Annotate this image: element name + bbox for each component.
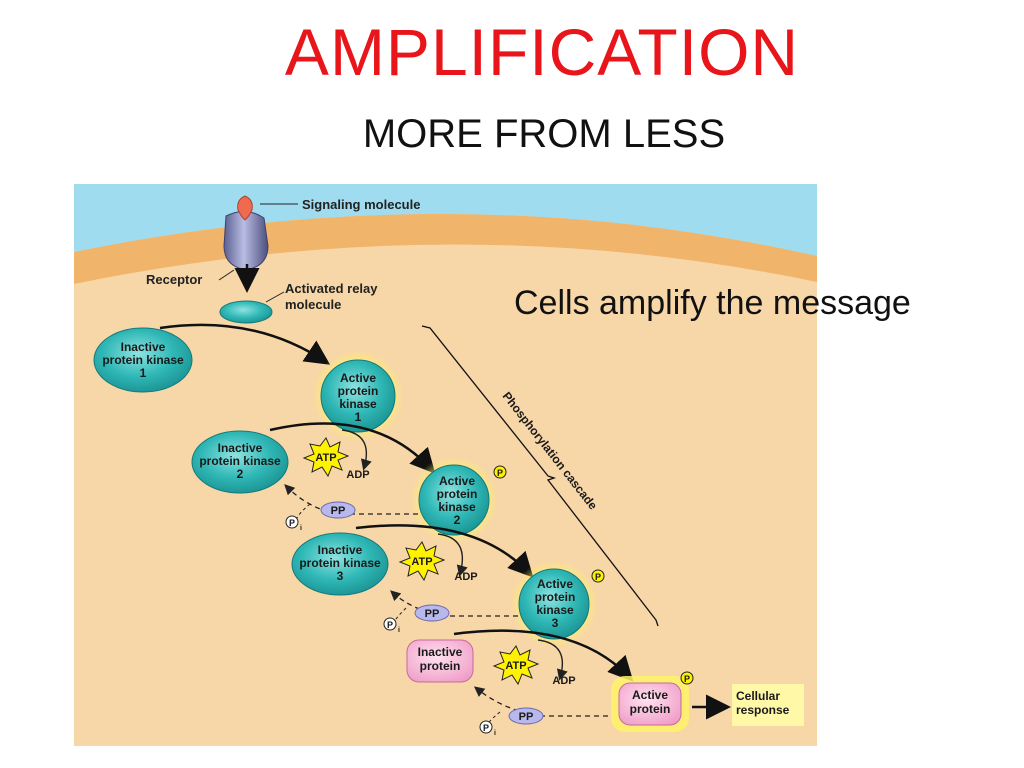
inactive-protein-kinase-1 xyxy=(93,327,193,393)
apk2-line3: kinase xyxy=(438,500,476,514)
ipk2-line2: protein kinase xyxy=(199,454,281,468)
apk1-line4: 1 xyxy=(355,410,362,424)
atp-burst-1: ATP xyxy=(302,437,350,478)
apk2-line4: 2 xyxy=(454,513,461,527)
atp-burst-3: ATP xyxy=(492,645,540,686)
relay-label-line2: molecule xyxy=(285,297,341,312)
pi-label-2: P xyxy=(387,620,393,630)
apk3-line1: Active xyxy=(537,577,573,591)
atp-burst-2: ATP xyxy=(398,541,446,582)
relay-label-line1: Activated relay xyxy=(285,281,378,296)
activated-relay-molecule xyxy=(219,300,273,324)
phosphate-icon xyxy=(680,671,694,685)
cascade-brace xyxy=(421,325,659,627)
cr-line1: Cellular xyxy=(736,689,780,703)
apk2-line1: Active xyxy=(439,474,475,488)
apk3-line4: 3 xyxy=(552,616,559,630)
apk1-line1: Active xyxy=(340,371,376,385)
phosphate-icon xyxy=(591,569,605,583)
inactive-protein-kinase-2 xyxy=(191,430,289,494)
signaling-molecule-label: Signaling molecule xyxy=(302,197,420,212)
atp-label-1: ATP xyxy=(315,452,336,464)
side-caption: Cells amplify the message xyxy=(514,284,911,322)
inactive-protein xyxy=(406,639,474,683)
ipk1-line3: 1 xyxy=(140,366,147,380)
pi-label-1: P xyxy=(289,518,295,528)
phosphate-label-2: P xyxy=(497,468,503,478)
apk3-line2: protein xyxy=(535,590,576,604)
active-protein-kinase-1 xyxy=(320,359,396,433)
pi-sub-3: i xyxy=(494,730,496,737)
cr-line2: response xyxy=(736,703,790,717)
ipk1-line1: Inactive xyxy=(121,340,166,354)
phosphate-icon xyxy=(493,465,507,479)
phosphate-label-4: P xyxy=(684,674,690,684)
phosphate-icon xyxy=(285,515,299,529)
adp-label-2: ADP xyxy=(454,571,477,583)
adp-label-1: ADP xyxy=(346,469,369,481)
apk2-line2: protein xyxy=(437,487,478,501)
ipk2-line3: 2 xyxy=(237,467,244,481)
pi-label-3: P xyxy=(483,723,489,733)
ap-line1: Active xyxy=(632,688,668,702)
ip-line1: Inactive xyxy=(418,645,463,659)
pi-sub-2: i xyxy=(398,627,400,634)
cellular-response-box xyxy=(732,684,804,726)
atp-label-2: ATP xyxy=(411,556,432,568)
apk1-line3: kinase xyxy=(339,397,377,411)
adp-label-3: ADP xyxy=(552,675,575,687)
ipk1-line2: protein kinase xyxy=(102,353,184,367)
pp-label-3: PP xyxy=(519,711,534,723)
phosphate-icon xyxy=(383,617,397,631)
pi-sub-1: i xyxy=(300,525,302,532)
ipk3-line2: protein kinase xyxy=(299,556,381,570)
apk3-line3: kinase xyxy=(536,603,574,617)
phosphatase-1 xyxy=(320,501,356,519)
active-protein-kinase-3 xyxy=(518,568,590,640)
active-protein-kinase-2 xyxy=(418,464,490,536)
ipk3-line3: 3 xyxy=(337,569,344,583)
atp-label-3: ATP xyxy=(505,660,526,672)
receptor xyxy=(223,211,269,271)
signaling-molecule xyxy=(237,195,253,221)
slide-subtitle: MORE FROM LESS xyxy=(362,112,726,156)
ipk2-line1: Inactive xyxy=(218,441,263,455)
phosphatase-2 xyxy=(414,604,450,622)
ap-line2: protein xyxy=(630,702,671,716)
phosphorylation-cascade-figure: Signaling molecule Receptor Activated re… xyxy=(74,184,817,746)
phosphate-icon xyxy=(479,720,493,734)
extracellular-space xyxy=(74,184,817,256)
active-protein xyxy=(618,682,682,726)
phosphate-label-3: P xyxy=(595,572,601,582)
pp-label-1: PP xyxy=(331,505,346,517)
inactive-protein-kinase-3 xyxy=(291,532,389,596)
ip-line2: protein xyxy=(420,659,461,673)
pp-label-2: PP xyxy=(425,608,440,620)
ipk3-line1: Inactive xyxy=(318,543,363,557)
apk1-line2: protein xyxy=(338,384,379,398)
slide-title: AMPLIFICATION xyxy=(284,15,800,89)
phosphatase-3 xyxy=(508,707,544,725)
receptor-label: Receptor xyxy=(146,272,202,287)
